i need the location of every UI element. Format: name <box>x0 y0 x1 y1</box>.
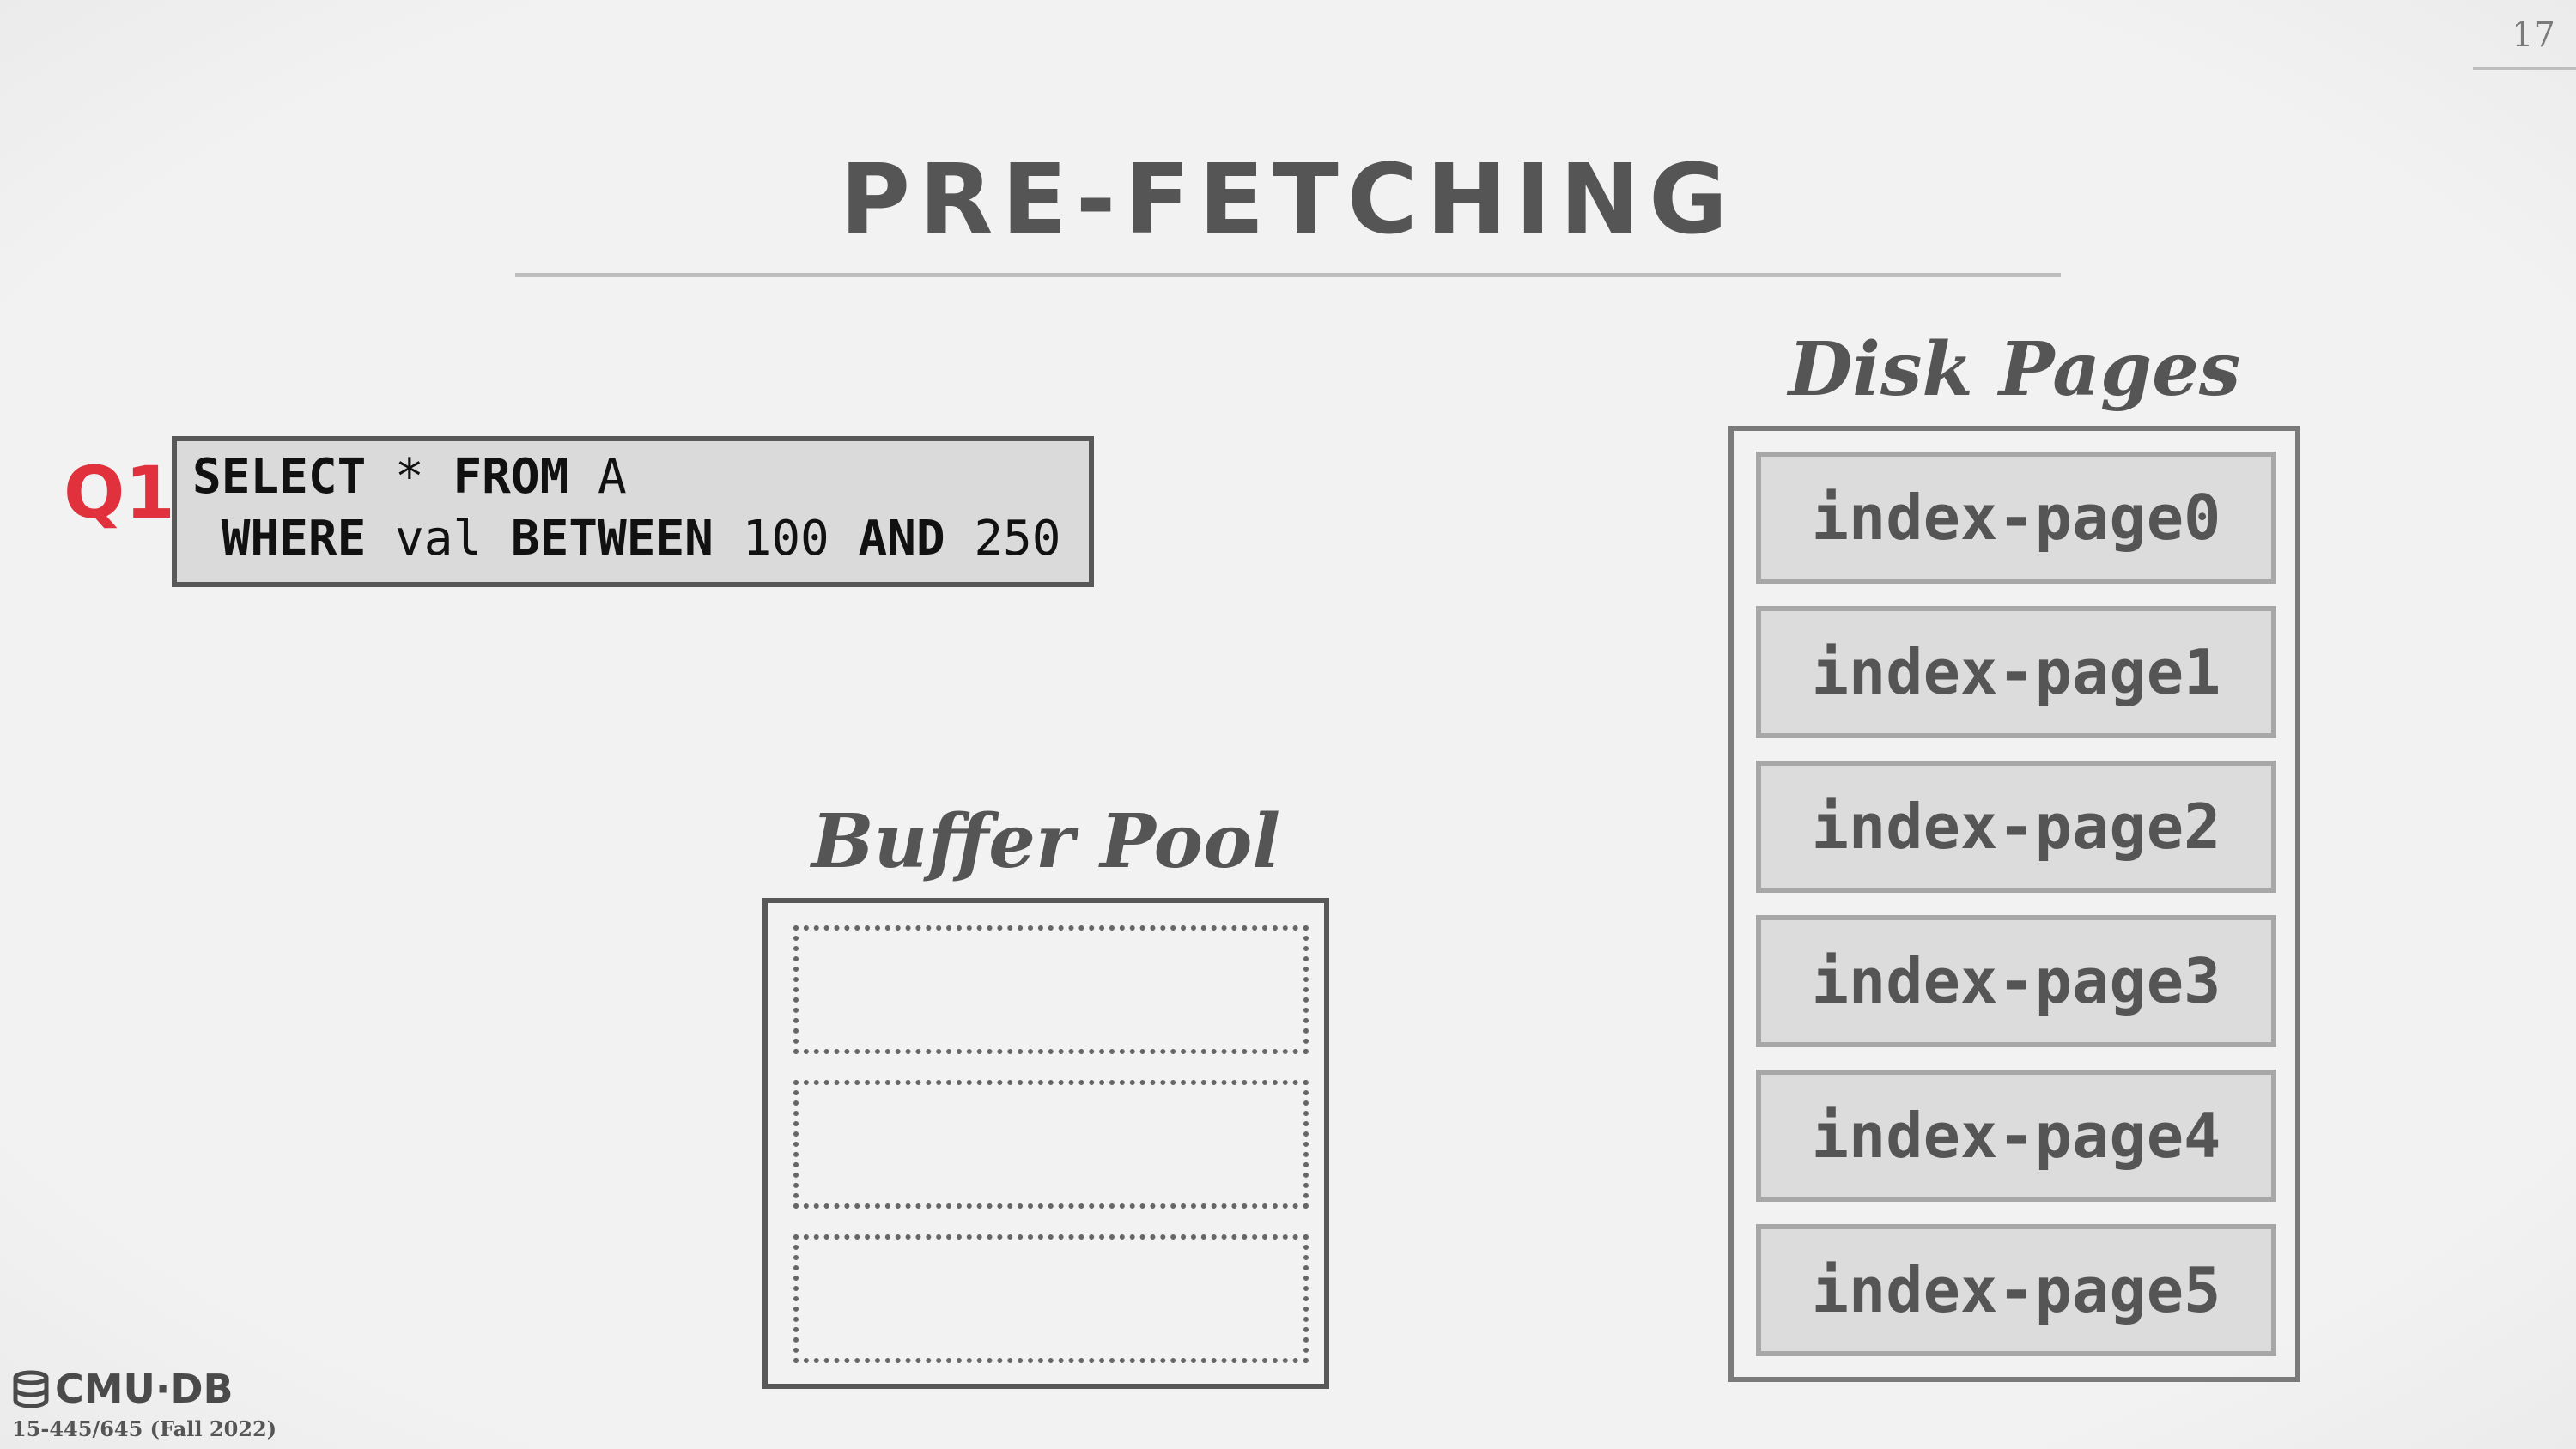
sql-token: A <box>568 449 627 505</box>
disk-page: index-page4 <box>1756 1070 2276 1202</box>
sql-keyword: FROM <box>453 449 569 505</box>
disk-page: index-page5 <box>1756 1224 2276 1356</box>
sql-token: val <box>366 511 511 567</box>
query-label: Q1 <box>64 451 175 535</box>
sql-keyword: SELECT <box>192 449 367 505</box>
slide-title: PRE-FETCHING <box>840 144 1736 256</box>
buffer-frame <box>793 1234 1309 1363</box>
database-icon <box>13 1370 49 1408</box>
disk-page: index-page3 <box>1756 915 2276 1047</box>
sql-token: 250 <box>945 511 1061 567</box>
cmu-db-logo-text: CMU·DB <box>55 1366 234 1412</box>
buffer-frame <box>793 1080 1309 1209</box>
sql-line-1: SELECT * FROM A <box>192 446 627 508</box>
buffer-pool-caption: Buffer Pool <box>811 798 1281 885</box>
sql-line-2: WHERE val BETWEEN 100 AND 250 <box>192 508 1061 570</box>
buffer-pool <box>762 898 1329 1389</box>
sql-token: * <box>366 449 453 505</box>
sql-keyword: AND <box>858 511 945 567</box>
page-number: 17 <box>2512 15 2555 55</box>
course-label: 15-445/645 (Fall 2022) <box>12 1416 277 1441</box>
title-divider <box>515 273 2061 277</box>
sql-keyword: BETWEEN <box>510 511 714 567</box>
cmu-db-logo: CMU·DB <box>12 1365 234 1413</box>
disk-pages-caption: Disk Pages <box>1788 326 2241 413</box>
sql-query-box: SELECT * FROM A WHERE val BETWEEN 100 AN… <box>172 436 1094 587</box>
disk-page: index-page0 <box>1756 452 2276 584</box>
buffer-frame <box>793 925 1309 1054</box>
sql-keyword: WHERE <box>192 511 367 567</box>
page-number-rule <box>2473 67 2576 70</box>
disk-page: index-page1 <box>1756 606 2276 738</box>
disk-pages: index-page0 index-page1 index-page2 index-p… <box>1728 426 2300 1382</box>
disk-page: index-page2 <box>1756 761 2276 893</box>
sql-token: 100 <box>713 511 859 567</box>
